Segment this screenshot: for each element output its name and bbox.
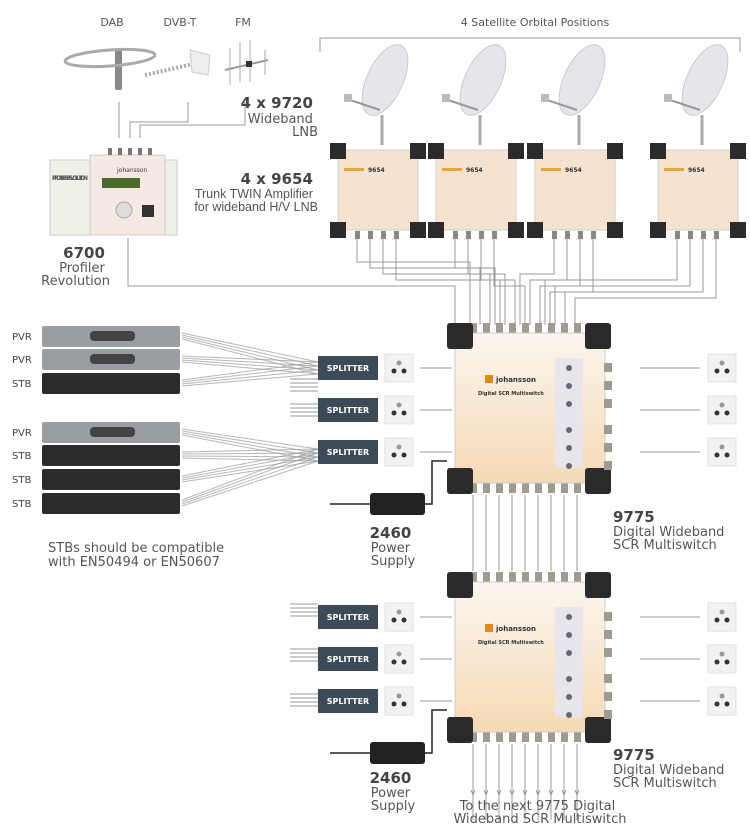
wall-socket-icon — [384, 395, 414, 425]
receiver-label: STB — [12, 499, 31, 510]
trunk-amplifier-9654: 9654 — [428, 143, 526, 325]
multiswitch-brand: johansson — [495, 376, 536, 384]
dvbt-antenna-icon — [144, 49, 211, 77]
fm-antenna-icon — [224, 40, 269, 85]
splitter-label: SPLITTER — [327, 655, 369, 664]
pvr-receiver: PVR — [12, 326, 319, 375]
receiver-label: STB — [12, 451, 31, 462]
splitter: SPLITTER — [318, 356, 378, 380]
wall-socket-icon — [384, 602, 414, 632]
splitter: SPLITTER — [318, 647, 378, 671]
wall-socket-icon — [384, 437, 414, 467]
amplifier-badge: 9654 — [565, 167, 582, 174]
stb-receiver: STB — [12, 448, 319, 514]
splitter-label: SPLITTER — [327, 406, 369, 415]
receiver-label: STB — [12, 379, 31, 390]
splitter: SPLITTER — [318, 689, 378, 713]
power-supply-2460 — [330, 460, 447, 515]
multiswitch-brand: johansson — [495, 625, 536, 633]
splitter-label: SPLITTER — [327, 448, 369, 457]
amplifier-badge: 9654 — [688, 167, 705, 174]
dab-label: DAB — [100, 16, 123, 29]
splitter-label: SPLITTER — [327, 613, 369, 622]
profiler-panel-text: PROFILER REVOLUTION — [52, 175, 88, 182]
wall-socket-icon — [707, 602, 737, 632]
splitter: SPLITTER — [318, 440, 378, 464]
multiswitch-2-label: 9775 Digital Wideband SCR Multiswitch — [613, 745, 730, 791]
multiswitch-panel-text: Digital SCR Multiswitch — [478, 640, 544, 646]
satellite-dish-icon — [664, 44, 729, 145]
satellite-dish-icon — [541, 44, 606, 145]
dvbt-label: DVB-T — [163, 16, 196, 29]
profiler-label: 6700 Profiler Revolution — [41, 243, 110, 289]
satellite-bracket — [319, 37, 741, 52]
power-supply-1-label: 2460 Power Supply — [370, 523, 417, 569]
pvr-receiver: PVR — [12, 422, 319, 462]
power-supply-2460 — [330, 709, 447, 764]
amplifier-badge: 9654 — [368, 167, 385, 174]
profiler-brand: johansson — [116, 167, 148, 174]
splitter-label: SPLITTER — [327, 364, 369, 373]
trunk-amplifier-9654: 9654 — [544, 143, 746, 325]
stb-receiver: STB — [12, 445, 319, 466]
splitter: SPLITTER — [318, 605, 378, 629]
pvr-receiver: PVR — [12, 349, 319, 375]
splitter-label: SPLITTER — [327, 697, 369, 706]
fm-label: FM — [235, 16, 251, 29]
satellite-dish-icon — [442, 44, 507, 145]
multiswitch-panel-text: Digital SCR Multiswitch — [478, 391, 544, 397]
dab-antenna-icon — [63, 47, 157, 90]
wall-socket-icon — [707, 353, 737, 383]
stb-compatibility-note: STBs should be compatible with EN50494 o… — [48, 537, 229, 570]
receiver-label: STB — [12, 475, 31, 486]
satellite-dish-icon — [344, 44, 409, 145]
trunk-amplifier-9654: 9654 — [519, 143, 623, 325]
wall-socket-icon — [384, 686, 414, 716]
multiswitch-1-label: 9775 Digital Wideband SCR Multiswitch — [613, 507, 730, 553]
profiler-device: PROFILER REVOLUTION johansson — [49, 148, 178, 236]
stb-receiver: STB — [12, 361, 319, 394]
next-multiswitch-note: To the next 9775 Digital Wideband SCR Mu… — [453, 795, 626, 827]
receiver-label: PVR — [12, 428, 32, 439]
lnb-label: 4 x 9720 Wideband LNB — [241, 93, 318, 140]
receiver-label: PVR — [12, 355, 32, 366]
receiver-label: PVR — [12, 332, 32, 343]
wall-socket-icon — [707, 395, 737, 425]
amplifier-badge: 9654 — [466, 167, 483, 174]
wall-socket-icon — [707, 437, 737, 467]
splitter: SPLITTER — [318, 398, 378, 422]
wall-socket-icon — [707, 686, 737, 716]
stb-receiver: STB — [12, 448, 319, 490]
trunk-amplifier-9654: 9654 — [330, 143, 501, 325]
wall-socket-icon — [384, 353, 414, 383]
wall-socket-icon — [384, 644, 414, 674]
wall-socket-icon — [707, 644, 737, 674]
amplifier-label: 4 x 9654 Trunk TWIN Amplifier for wideba… — [194, 169, 318, 214]
power-supply-2-label: 2460 Power Supply — [370, 768, 417, 814]
satellite-positions-title: 4 Satellite Orbital Positions — [461, 16, 610, 29]
